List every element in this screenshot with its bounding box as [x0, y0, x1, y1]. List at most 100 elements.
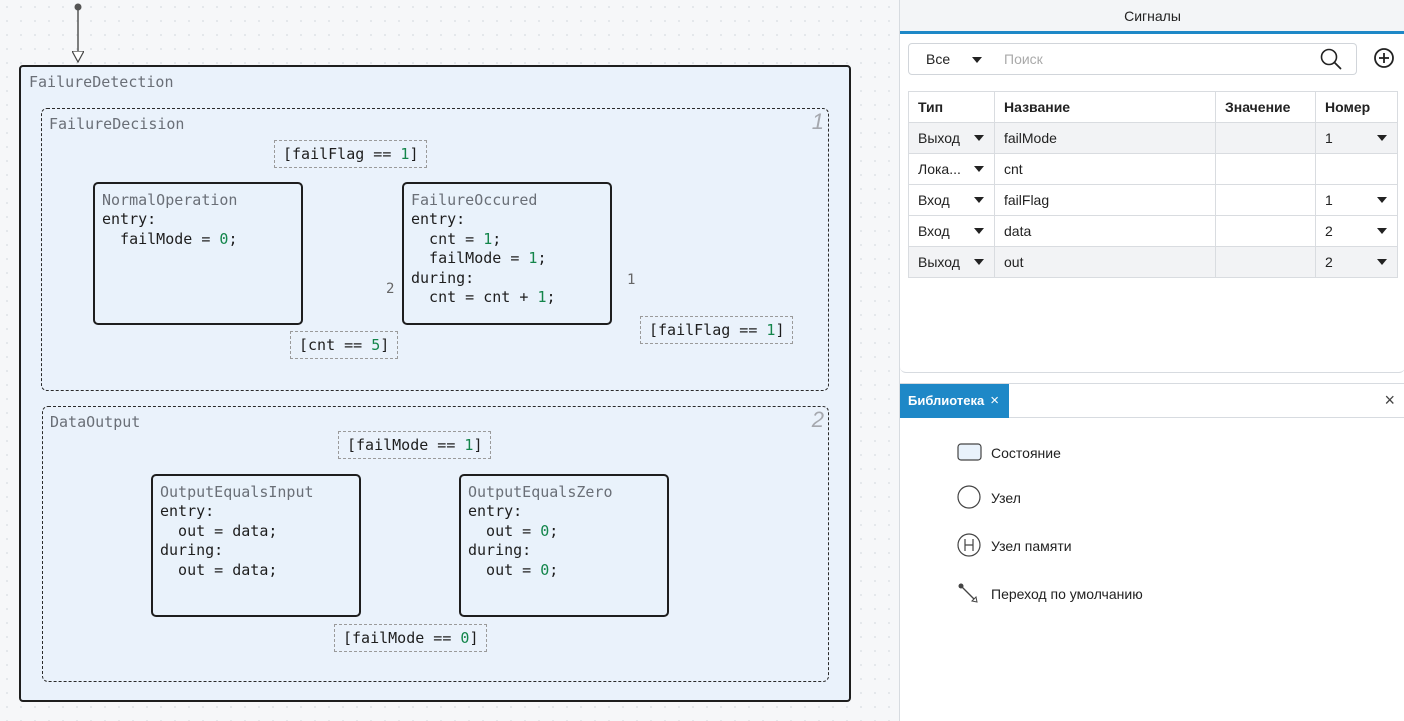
state-icon: [957, 443, 982, 461]
search-placeholder: Поиск: [1004, 51, 1043, 67]
signal-name-cell[interactable]: failFlag: [994, 184, 1216, 216]
signals-header[interactable]: Сигналы: [900, 0, 1404, 34]
library-item-label: Переход по умолчанию: [991, 586, 1143, 602]
signal-value-cell[interactable]: [1215, 153, 1316, 185]
add-signal-icon[interactable]: [1373, 47, 1395, 69]
cell-text: Вход: [918, 192, 950, 208]
signal-type-cell[interactable]: Выход: [908, 122, 995, 154]
chevron-down-icon[interactable]: [1377, 228, 1387, 234]
default-transition-icon: [958, 583, 978, 603]
library-tabbar: Библиотека × ×: [900, 383, 1404, 418]
region-number: 2: [811, 407, 824, 432]
close-panel-icon[interactable]: ×: [1384, 390, 1395, 410]
condition-label[interactable]: [failFlag == 1]: [274, 140, 428, 168]
signal-name-cell[interactable]: data: [994, 215, 1216, 247]
tab-library[interactable]: Библиотека ×: [900, 384, 1010, 418]
junction-icon: [957, 485, 981, 509]
chevron-down-icon: [972, 57, 982, 63]
signal-type-cell[interactable]: Лока...: [908, 153, 995, 185]
chevron-down-icon[interactable]: [974, 197, 984, 203]
state-normal-operation[interactable]: NormalOperation entry: failMode = 0;: [93, 182, 303, 325]
chart-name: FailureDetection: [29, 73, 174, 91]
transition-priority-label: 2: [386, 281, 395, 297]
cell-text: out: [1004, 254, 1024, 270]
table-row[interactable]: Вход failFlag 1: [908, 184, 1398, 216]
chevron-down-icon[interactable]: [1377, 259, 1387, 265]
signal-type-cell[interactable]: Вход: [908, 184, 995, 216]
cell-text: failMode: [1004, 130, 1057, 146]
tab-library-label: Библиотека: [908, 393, 985, 408]
region-failure-decision[interactable]: FailureDecision 1: [41, 108, 829, 391]
chart-default-transition[interactable]: [75, 3, 82, 63]
region-number: 1: [811, 109, 824, 134]
cell-text: cnt: [1004, 161, 1023, 177]
signal-number-cell[interactable]: 1: [1315, 184, 1398, 216]
column-header[interactable]: Тип: [908, 91, 995, 123]
signal-name-cell[interactable]: out: [994, 246, 1216, 278]
signal-type-cell[interactable]: Выход: [908, 246, 995, 278]
table-row[interactable]: Выход failMode 1: [908, 122, 1398, 154]
signal-value-cell[interactable]: [1215, 184, 1316, 216]
search-icon[interactable]: [1320, 48, 1342, 70]
state-code: entry: out = data; during: out = data;: [160, 502, 278, 579]
signal-value-cell[interactable]: [1215, 122, 1316, 154]
cell-text: 1: [1325, 192, 1333, 208]
column-header[interactable]: Номер: [1315, 91, 1398, 123]
region-name: DataOutput: [50, 413, 141, 431]
state-name: NormalOperation: [102, 191, 238, 209]
condition-label[interactable]: [cnt == 5]: [290, 331, 399, 359]
signal-number-cell[interactable]: 1: [1315, 122, 1398, 154]
chevron-down-icon[interactable]: [974, 135, 984, 141]
table-row[interactable]: Вход data 2: [908, 215, 1398, 247]
column-header[interactable]: Название: [994, 91, 1216, 123]
signal-name-cell[interactable]: failMode: [994, 122, 1216, 154]
chevron-down-icon[interactable]: [974, 259, 984, 265]
library-item-label: Состояние: [991, 445, 1061, 461]
table-row[interactable]: Лока... cnt: [908, 153, 1398, 185]
state-code: entry: cnt = 1; failMode = 1; during: cn…: [411, 210, 556, 307]
state-name: FailureOccured: [411, 191, 538, 209]
condition-label[interactable]: [failFlag == 1]: [640, 316, 794, 344]
chevron-down-icon[interactable]: [974, 166, 984, 172]
close-tab-icon[interactable]: ×: [990, 392, 1000, 409]
cell-text: data: [1004, 223, 1032, 239]
column-header[interactable]: Значение: [1215, 91, 1316, 123]
signal-number-cell[interactable]: 2: [1315, 215, 1398, 247]
side-panel: Сигналы Все Поиск Тип Название Значение …: [899, 0, 1404, 721]
signal-name-cell[interactable]: cnt: [994, 153, 1216, 185]
history-junction-icon: [957, 533, 981, 557]
condition-label[interactable]: [failMode == 0]: [334, 624, 488, 652]
condition-label[interactable]: [failMode == 1]: [338, 431, 492, 459]
cell-text: failFlag: [1004, 192, 1050, 208]
table-row[interactable]: Выход out 2: [908, 246, 1398, 278]
region-name: FailureDecision: [49, 115, 185, 133]
state-output-equals-input[interactable]: OutputEqualsInput entry: out = data; dur…: [151, 474, 361, 617]
signal-filter-select[interactable]: Все: [908, 43, 995, 75]
signal-number-cell[interactable]: [1315, 153, 1398, 185]
signal-value-cell[interactable]: [1215, 246, 1316, 278]
state-code: entry: out = 0; during: out = 0;: [468, 502, 559, 579]
chevron-down-icon[interactable]: [974, 228, 984, 234]
region-data-output[interactable]: DataOutput 2: [42, 406, 829, 682]
cell-text: 2: [1325, 223, 1333, 239]
cell-text: Лока...: [918, 161, 961, 177]
cell-text: Выход: [918, 130, 960, 146]
signal-type-cell[interactable]: Вход: [908, 215, 995, 247]
table-header-row: Тип Название Значение Номер: [908, 91, 1398, 123]
state-code: entry: failMode = 0;: [102, 210, 238, 248]
state-output-equals-zero[interactable]: OutputEqualsZero entry: out = 0; during:…: [459, 474, 669, 617]
cell-text: 1: [1325, 130, 1333, 146]
signal-search-input[interactable]: Поиск: [994, 43, 1357, 75]
chevron-down-icon[interactable]: [1377, 135, 1387, 141]
diagram-canvas[interactable]: FailureDetection FailureDecision 1 DataO…: [0, 0, 899, 721]
signal-number-cell[interactable]: 2: [1315, 246, 1398, 278]
signal-value-cell[interactable]: [1215, 215, 1316, 247]
transition-priority-label: 1: [627, 272, 636, 288]
library-item-label: Узел: [991, 490, 1021, 506]
chevron-down-icon[interactable]: [1377, 197, 1387, 203]
signals-table: Тип Название Значение Номер Выход failMod…: [908, 91, 1398, 278]
cell-text: Выход: [918, 254, 960, 270]
state-name: OutputEqualsInput: [160, 483, 314, 501]
state-failure-occured[interactable]: FailureOccured entry: cnt = 1; failMode …: [402, 182, 612, 325]
